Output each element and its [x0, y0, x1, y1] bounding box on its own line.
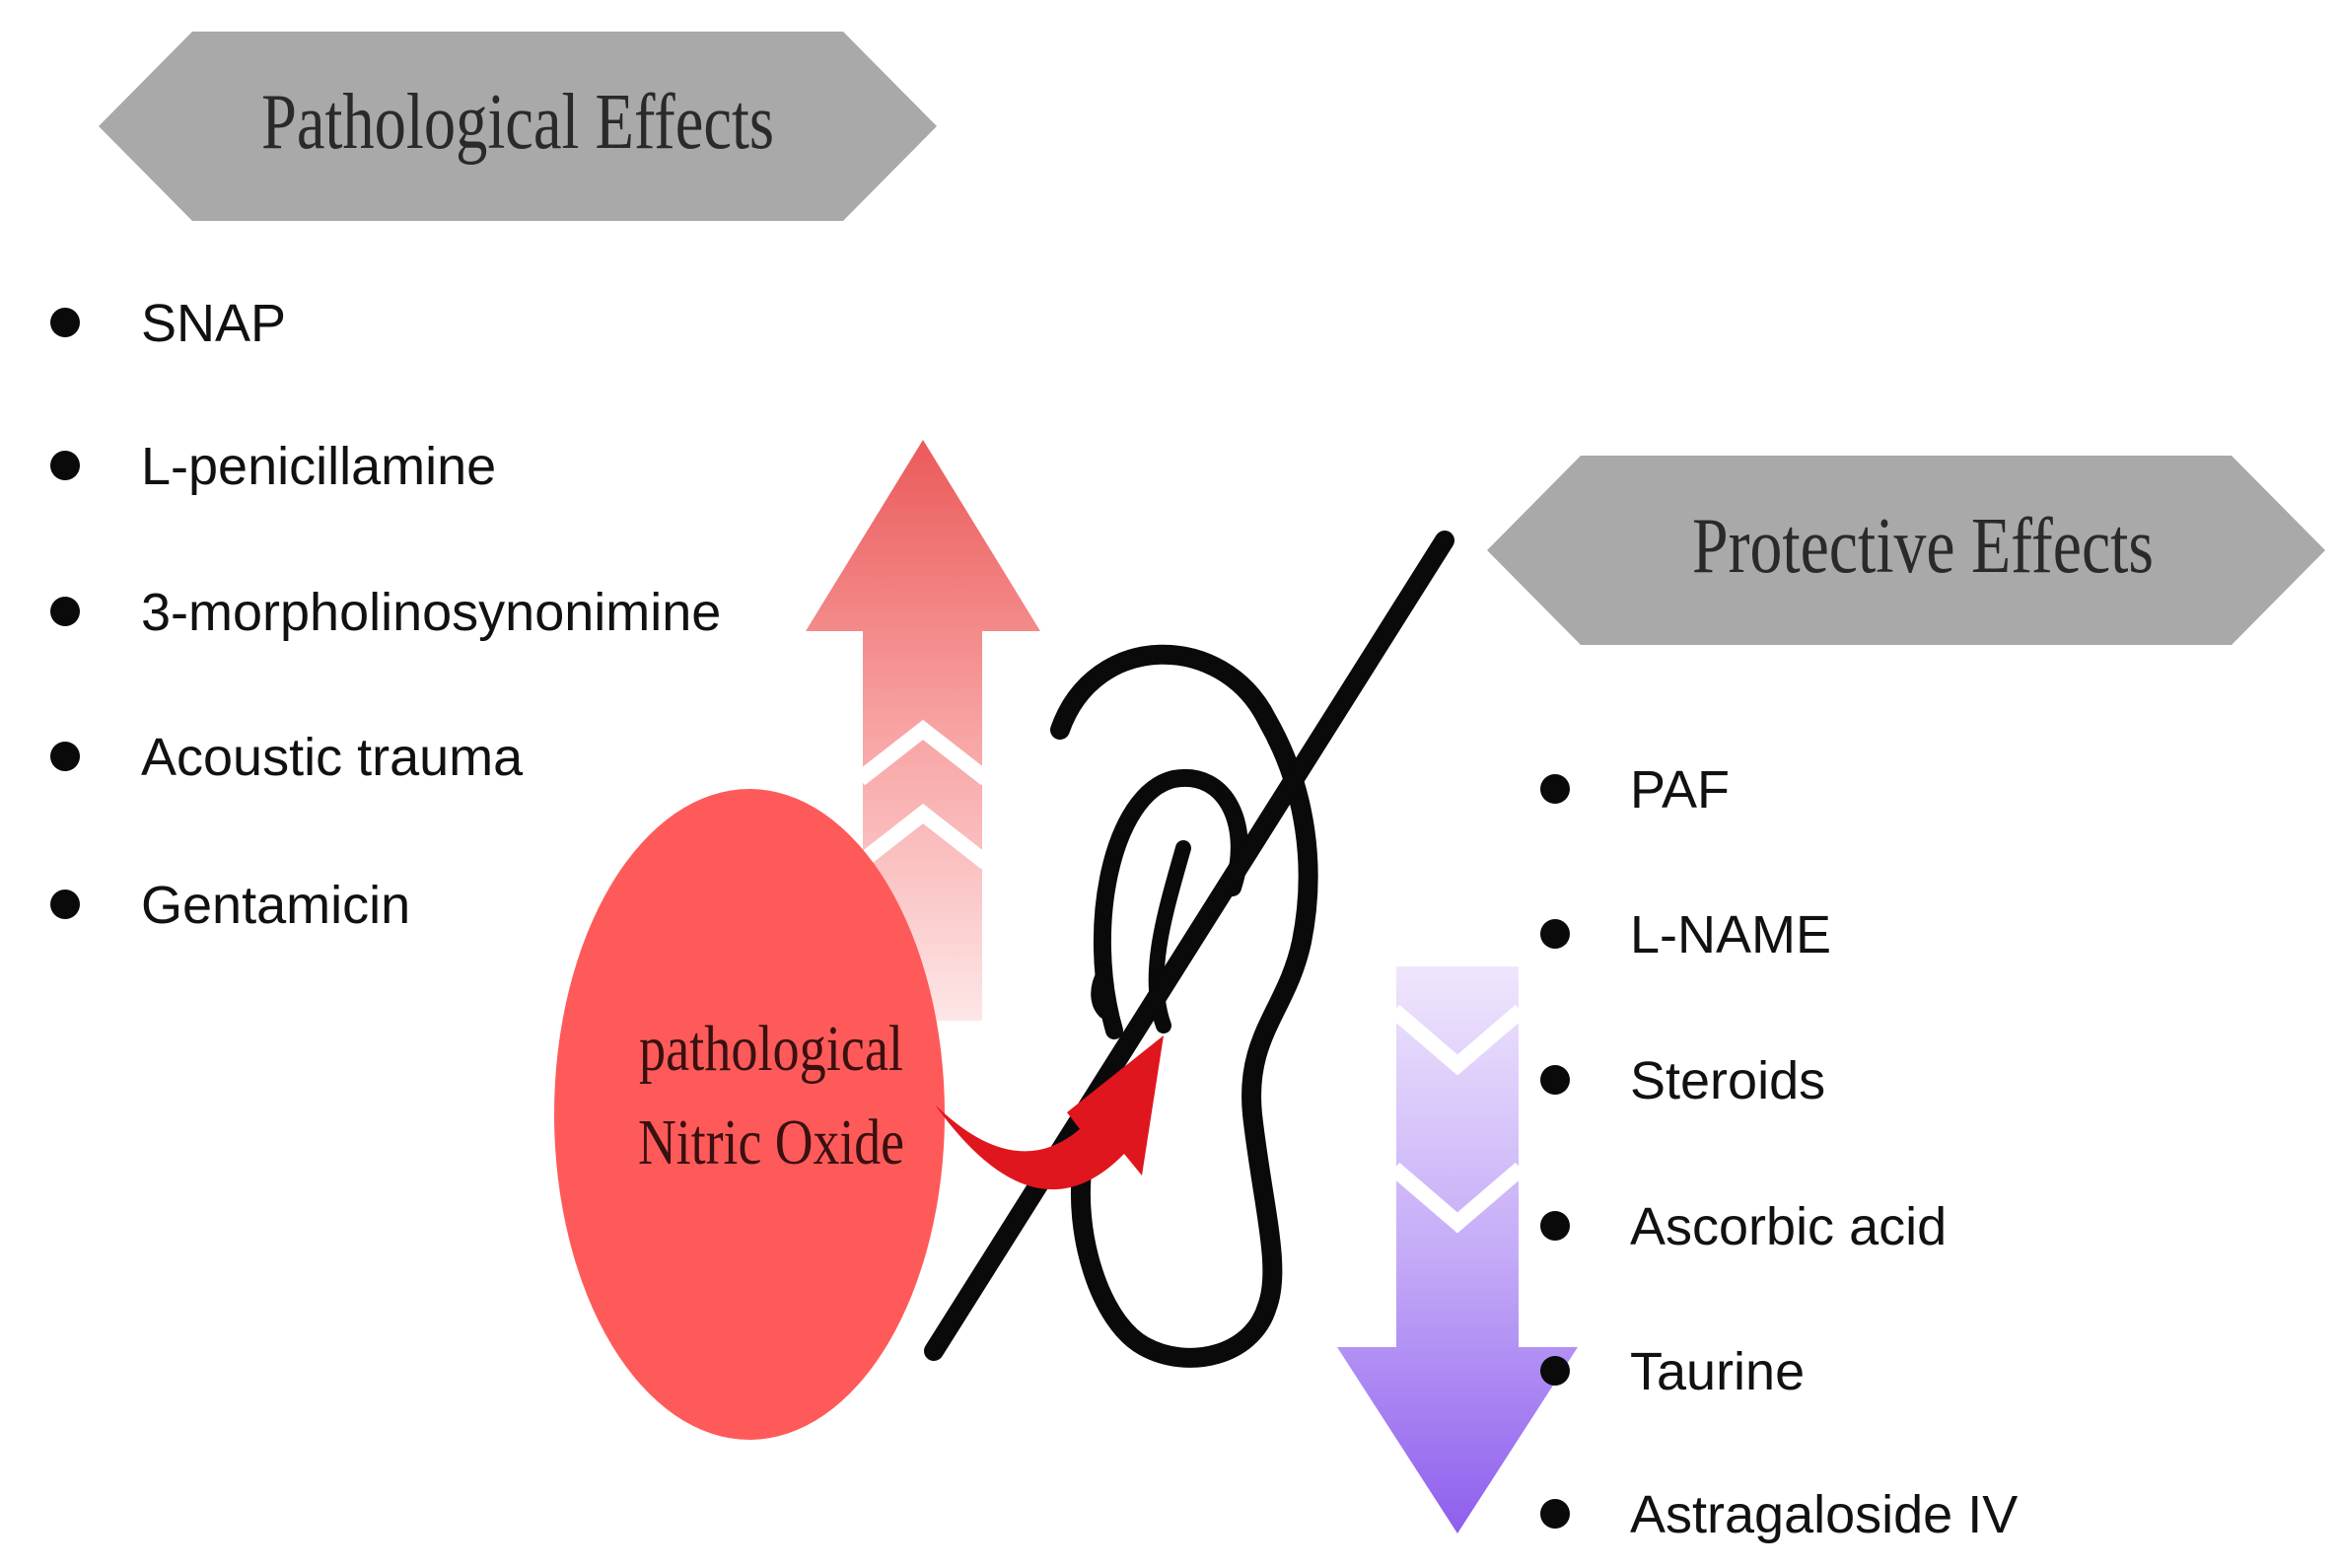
list-item: Ascorbic acid: [1540, 1197, 1947, 1256]
ear-lobe-fold: [1091, 964, 1111, 1019]
bullet: [1540, 1211, 1570, 1241]
curved-arrow-icon: [935, 1035, 1164, 1190]
pathological-banner-shape: [99, 32, 937, 221]
list-item: Taurine: [1540, 1342, 1805, 1401]
list-item: Gentamicin: [50, 876, 410, 935]
list-item: Steroids: [1540, 1051, 1825, 1110]
bullet: [1540, 1065, 1570, 1095]
pathological-item: 3-morpholinosynonimine: [141, 583, 721, 642]
list-item: SNAP: [50, 294, 286, 353]
protective-banner: Protective Effects: [1487, 456, 2325, 645]
protective-item: Astragaloside IV: [1630, 1485, 2018, 1544]
list-item: Astragaloside IV: [1540, 1485, 2018, 1544]
bullet: [50, 742, 80, 771]
bullet: [1540, 919, 1570, 949]
protective-item: PAF: [1630, 760, 1730, 820]
bullet: [50, 308, 80, 337]
pathological-item: L-penicillamine: [141, 437, 496, 496]
list-item: PAF: [1540, 760, 1730, 820]
pathological-item: Gentamicin: [141, 876, 410, 935]
protective-banner-shape: [1487, 456, 2325, 645]
list-item: 3-morpholinosynonimine: [50, 583, 721, 642]
bullet: [50, 451, 80, 480]
bullet: [50, 890, 80, 919]
pathological-item: Acoustic trauma: [141, 728, 524, 787]
bullet: [1540, 1356, 1570, 1386]
pathological-banner: Pathological Effects: [99, 32, 937, 221]
pathological-title: Pathological Effects: [261, 79, 774, 166]
list-item: L-penicillamine: [50, 437, 496, 496]
pathological-item: SNAP: [141, 294, 286, 353]
ear-inner-fold: [1093, 768, 1248, 1039]
pathological-list: SNAP L-penicillamine 3-morpholinosynonim…: [50, 294, 721, 935]
bullet: [1540, 1499, 1570, 1529]
down-arrow-icon: [1337, 966, 1578, 1533]
center-label-line1: pathological: [639, 1013, 903, 1085]
list-item: Acoustic trauma: [50, 728, 524, 787]
ear-icon: [924, 531, 1454, 1368]
protective-item: Ascorbic acid: [1630, 1197, 1947, 1256]
protective-item: Steroids: [1630, 1051, 1825, 1110]
bullet: [50, 597, 80, 626]
list-item: L-NAME: [1540, 905, 1831, 964]
ear-outer-contour: [1050, 644, 1318, 1368]
slash-line: [924, 531, 1454, 1361]
nitric-oxide-oval: pathological Nitric Oxide: [554, 789, 945, 1440]
protective-title: Protective Effects: [1692, 503, 2154, 590]
bullet: [1540, 774, 1570, 804]
protective-item: Taurine: [1630, 1342, 1805, 1401]
protective-list: PAF L-NAME Steroids Ascorbic acid Taurin…: [1540, 760, 2018, 1544]
protective-item: L-NAME: [1630, 905, 1831, 964]
center-label-line2: Nitric Oxide: [638, 1106, 904, 1178]
